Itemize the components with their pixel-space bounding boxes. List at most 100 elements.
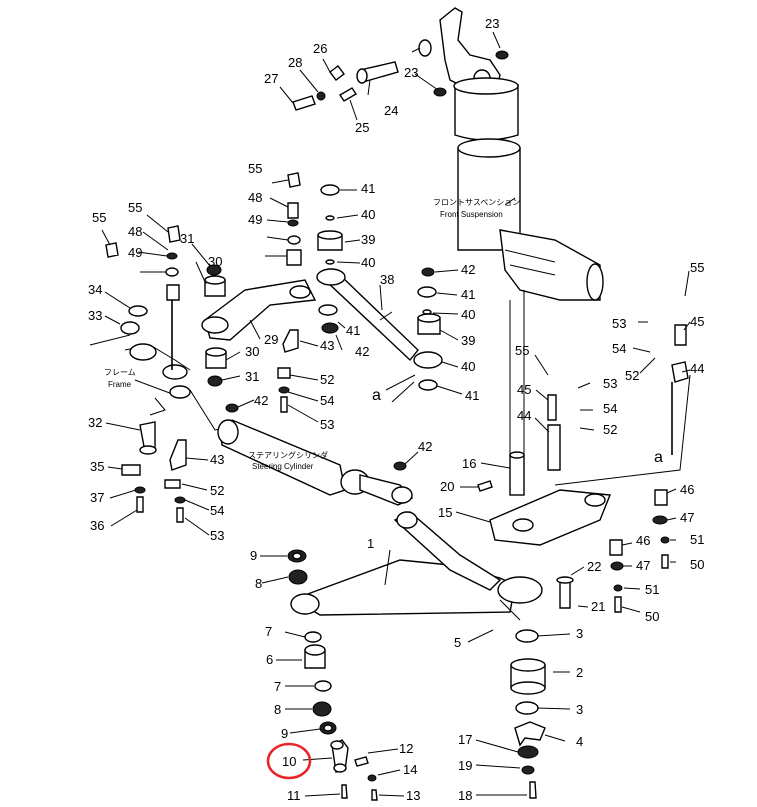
reference-a-right: a (654, 449, 663, 466)
callout-39a: 39 (361, 232, 375, 247)
callout-40a: 40 (361, 207, 375, 222)
callout-4: 4 (576, 734, 583, 749)
left-hardware (105, 172, 435, 523)
left-bottom-stack (287, 549, 378, 801)
callout-54b: 54 (210, 503, 224, 518)
callout-6: 6 (266, 652, 273, 667)
callout-44a: 44 (517, 408, 531, 423)
callout-40b: 40 (361, 255, 375, 270)
callout-30a: 30 (208, 254, 222, 269)
callout-3b: 3 (576, 702, 583, 717)
upper-hardware (292, 39, 509, 111)
callout-49a: 49 (248, 212, 262, 227)
callout-8b: 8 (255, 576, 262, 591)
callout-48b: 48 (128, 224, 142, 239)
callout-7a: 7 (265, 624, 272, 639)
callout-54d: 54 (603, 401, 617, 416)
callout-54c: 54 (612, 341, 626, 356)
right-bottom-stack (510, 576, 574, 799)
callout-14: 14 (403, 762, 417, 777)
callout-45b: 45 (690, 314, 704, 329)
part-callouts: 1 2 3 3 4 5 6 7 7 8 8 9 9 10 11 12 13 14… (88, 16, 704, 803)
callout-15: 15 (438, 505, 452, 520)
callout-30b: 30 (245, 344, 259, 359)
callout-8a: 8 (274, 702, 281, 717)
callout-22: 22 (587, 559, 601, 574)
callout-19: 19 (458, 758, 472, 773)
callout-11: 11 (287, 788, 301, 803)
right-linkage (547, 324, 689, 613)
callout-42a: 42 (461, 262, 475, 277)
callout-52b: 52 (210, 483, 224, 498)
callout-16: 16 (462, 456, 476, 471)
front-suspension-label-jp: フロントサスペンション (433, 198, 520, 207)
callout-41a: 41 (361, 181, 375, 196)
front-suspension-drawing (439, 7, 604, 301)
callout-31b: 31 (245, 369, 259, 384)
callout-3a: 3 (576, 626, 583, 641)
callout-51a: 51 (690, 532, 704, 547)
callout-21: 21 (591, 599, 605, 614)
callout-46a: 46 (680, 482, 694, 497)
callout-9a: 9 (281, 726, 288, 741)
callout-23a: 23 (485, 16, 499, 31)
callout-23b: 23 (404, 65, 418, 80)
callout-17: 17 (458, 732, 472, 747)
callout-36: 36 (90, 518, 104, 533)
callout-55d: 55 (515, 343, 529, 358)
callout-25: 25 (355, 120, 369, 135)
callout-33: 33 (88, 308, 102, 323)
callout-41c: 41 (346, 323, 360, 338)
callout-54a: 54 (320, 393, 334, 408)
callout-9b: 9 (250, 548, 257, 563)
callout-41d: 41 (465, 388, 479, 403)
callout-10: 10 (282, 754, 296, 769)
callout-2: 2 (576, 665, 583, 680)
callout-38: 38 (380, 272, 394, 287)
highlight-circle (266, 742, 312, 780)
callout-53d: 53 (603, 376, 617, 391)
callout-39b: 39 (461, 333, 475, 348)
callout-26: 26 (313, 41, 327, 56)
callout-49b: 49 (128, 245, 142, 260)
callout-41b: 41 (461, 287, 475, 302)
middle-stack (317, 184, 441, 391)
callout-5: 5 (454, 635, 461, 650)
frame-linkage (89, 279, 414, 506)
callout-29: 29 (264, 332, 278, 347)
callout-47a: 47 (680, 510, 694, 525)
callout-35: 35 (90, 459, 104, 474)
callout-53b: 53 (210, 528, 224, 543)
callout-55c: 55 (92, 210, 106, 225)
frame-label-jp: フレーム (104, 368, 136, 377)
callout-44b: 44 (690, 361, 704, 376)
callout-47b: 47 (636, 558, 650, 573)
callout-32: 32 (88, 415, 102, 430)
steering-cylinder-label-en: Steering Cylinder (252, 462, 314, 471)
callout-55a: 55 (248, 161, 262, 176)
callout-53c: 53 (612, 316, 626, 331)
callout-50a: 50 (690, 557, 704, 572)
reference-a-left: a (372, 387, 381, 404)
callout-52d: 52 (603, 422, 617, 437)
callout-20: 20 (440, 479, 454, 494)
callout-34: 34 (88, 282, 102, 297)
callout-18: 18 (458, 788, 472, 803)
callout-52c: 52 (625, 368, 639, 383)
callout-42d: 42 (418, 439, 432, 454)
callout-24: 24 (384, 103, 398, 118)
callout-27: 27 (264, 71, 278, 86)
callout-7b: 7 (274, 679, 281, 694)
drag-link (316, 268, 443, 369)
frame-label-en: Frame (108, 380, 132, 389)
callout-42b: 42 (355, 344, 369, 359)
callout-55b: 55 (128, 200, 142, 215)
callout-55e: 55 (690, 260, 704, 275)
tie-plate (477, 290, 691, 546)
callout-12: 12 (399, 741, 413, 756)
lower-arm (290, 511, 543, 621)
callout-13: 13 (406, 788, 420, 803)
leader-lines (101, 31, 691, 797)
callout-42c: 42 (254, 393, 268, 408)
